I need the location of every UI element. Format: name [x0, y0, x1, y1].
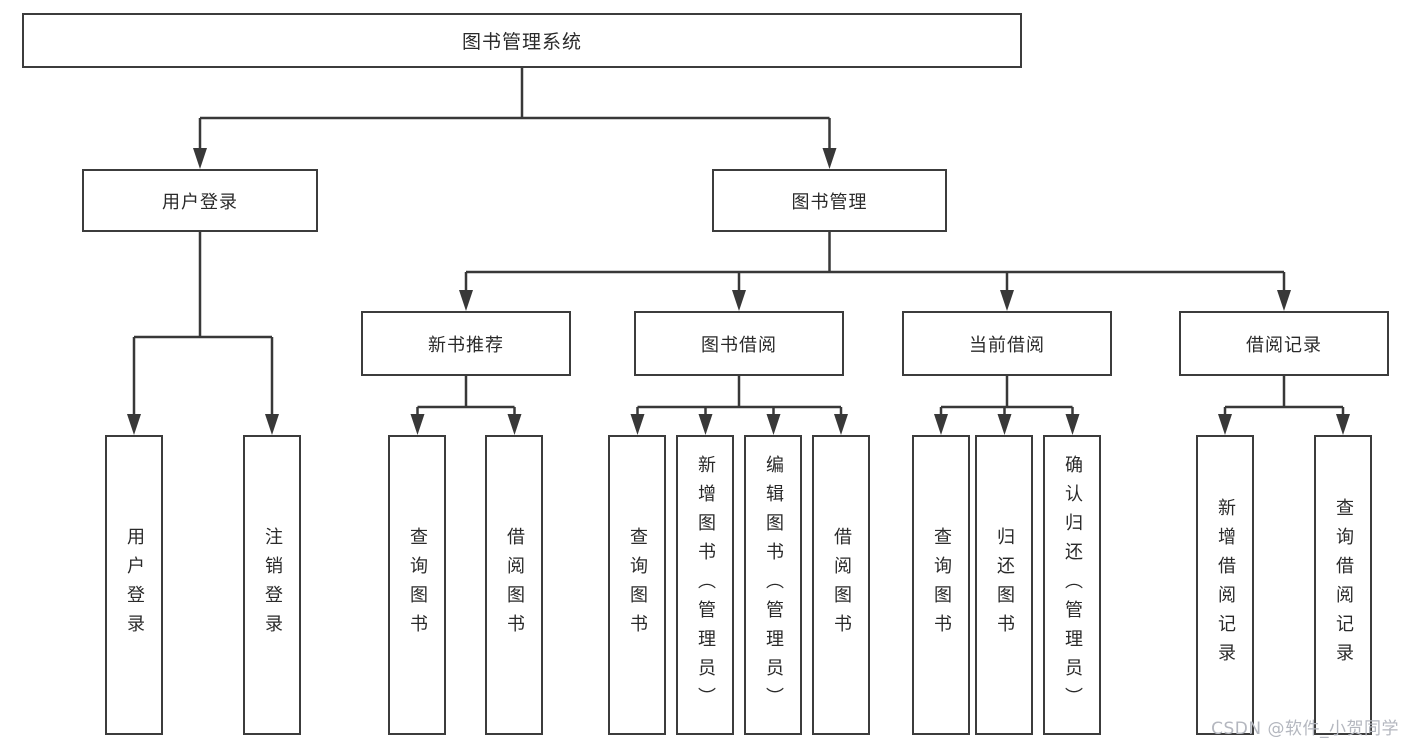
leaf-borrow-books-recommend: 借阅图书 — [485, 435, 543, 735]
leaf-query-books-borrow: 查询图书 — [608, 435, 666, 735]
leaf-label: 注销登录 — [262, 527, 283, 643]
leaf-borrow-books: 借阅图书 — [812, 435, 870, 735]
leaf-query-borrow-record: 查询借阅记录 — [1314, 435, 1372, 735]
leaf-label: 编辑图书（管理员） — [763, 454, 784, 716]
leaf-label: 查询图书 — [627, 527, 648, 643]
leaf-add-borrow-record: 新增借阅记录 — [1196, 435, 1254, 735]
leaf-query-books-recommend: 查询图书 — [388, 435, 446, 735]
leaf-query-books-current: 查询图书 — [912, 435, 970, 735]
leaf-label: 确认归还（管理员） — [1062, 454, 1083, 716]
leaf-edit-book-admin: 编辑图书（管理员） — [744, 435, 802, 735]
node-label: 图书借阅 — [701, 334, 777, 356]
node-label: 用户登录 — [162, 191, 238, 213]
node-book-management: 图书管理 — [712, 169, 947, 232]
node-label: 图书管理系统 — [461, 31, 582, 53]
watermark: CSDN @软件_小贺同学 — [1211, 719, 1399, 739]
leaf-label: 借阅图书 — [504, 527, 525, 643]
node-new-book-recommend: 新书推荐 — [361, 311, 571, 376]
leaf-label: 归还图书 — [994, 527, 1015, 643]
leaf-logout-login: 注销登录 — [243, 435, 301, 735]
node-label: 新书推荐 — [428, 334, 504, 356]
arrowhead-icons — [127, 148, 1350, 435]
leaf-confirm-return-admin: 确认归还（管理员） — [1043, 435, 1101, 735]
leaf-add-book-admin: 新增图书（管理员） — [676, 435, 734, 735]
leaf-label: 查询图书 — [407, 527, 428, 643]
node-borrow-records: 借阅记录 — [1179, 311, 1389, 376]
leaf-return-book: 归还图书 — [975, 435, 1033, 735]
leaf-label: 新增图书（管理员） — [695, 454, 716, 716]
node-root-system: 图书管理系统 — [22, 13, 1022, 68]
node-current-borrow: 当前借阅 — [902, 311, 1112, 376]
leaf-label: 借阅图书 — [831, 527, 852, 643]
node-label: 当前借阅 — [969, 334, 1045, 356]
leaf-label: 查询图书 — [931, 527, 952, 643]
node-label: 借阅记录 — [1246, 334, 1322, 356]
leaf-label: 用户登录 — [124, 527, 145, 643]
node-user-login: 用户登录 — [82, 169, 318, 232]
leaf-label: 查询借阅记录 — [1333, 498, 1354, 672]
leaf-label: 新增借阅记录 — [1215, 498, 1236, 672]
node-label: 图书管理 — [791, 191, 868, 213]
node-book-borrow: 图书借阅 — [634, 311, 844, 376]
leaf-user-login: 用户登录 — [105, 435, 163, 735]
